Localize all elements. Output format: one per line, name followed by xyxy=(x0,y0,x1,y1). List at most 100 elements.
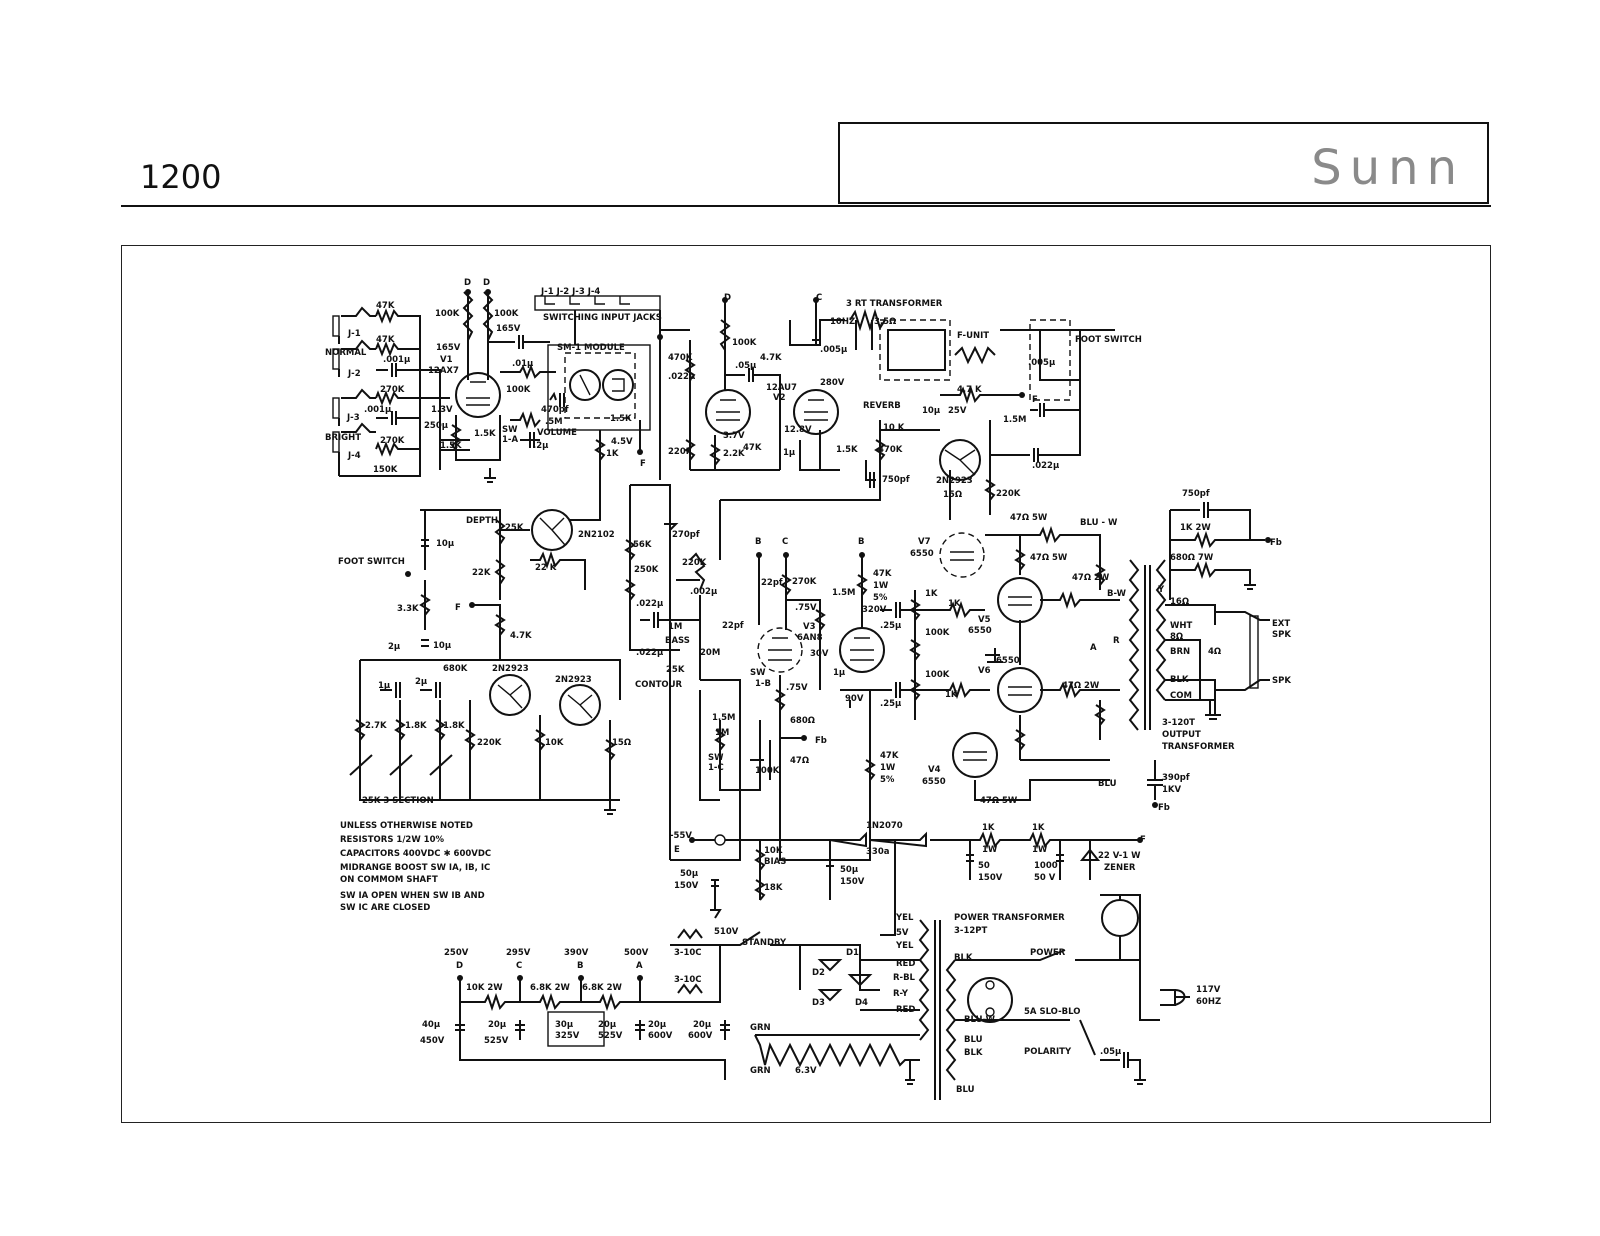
mains-input xyxy=(955,894,1190,1085)
label-2n2923: 2N2923 xyxy=(555,675,592,685)
label-r15ohm: 15Ω xyxy=(612,738,631,748)
label-r680-7w: 680Ω 7W xyxy=(1170,553,1214,563)
label-v165: 165V xyxy=(436,343,461,353)
label-c001: .001µ xyxy=(364,405,391,415)
label-r15k: 1.5K xyxy=(474,429,496,439)
label-d4: D4 xyxy=(855,998,868,1008)
label-r220k: 220K xyxy=(668,447,693,457)
label-d: D xyxy=(724,293,731,303)
label-c2u: 2µ xyxy=(388,642,400,652)
label-choke: 3-10C xyxy=(674,975,702,985)
tone-stack xyxy=(624,484,771,861)
reverb-section xyxy=(719,308,1115,560)
label-c25u: .25µ xyxy=(880,621,901,631)
label-funit: F-UNIT xyxy=(957,331,989,341)
label-r68k-2w: 6.8K 2W xyxy=(582,983,623,993)
label-r100k: 100K xyxy=(506,385,531,395)
label-r1m: 1M xyxy=(668,622,682,632)
label-yel: YEL xyxy=(895,941,914,951)
label-foot-switch: FOOT SWITCH xyxy=(338,557,405,567)
label-c005: .005µ xyxy=(1028,358,1055,368)
label-r10k: 10K xyxy=(545,738,564,748)
label-r470k: 470K xyxy=(668,353,693,363)
label-c022: .022µ xyxy=(636,599,663,609)
label-8ohm: 8Ω xyxy=(1170,632,1183,642)
label-r270k: 270K xyxy=(792,577,817,587)
label-r20m: 20M xyxy=(700,648,720,658)
label-d: D xyxy=(464,278,471,288)
label-blu: BLU xyxy=(956,1085,975,1095)
label-r47k: 47K xyxy=(376,335,395,345)
label-normal: NORMAL xyxy=(325,348,367,358)
label-c002: .002µ xyxy=(690,587,717,597)
label-r150k: 150K xyxy=(373,465,398,475)
label-r680k: 680K xyxy=(443,664,468,674)
label-c1000: 1000 xyxy=(1034,861,1058,871)
label-r220k: 220K xyxy=(996,489,1021,499)
label-switching: SWITCHING INPUT JACKS xyxy=(543,313,662,323)
label-v75: .75V xyxy=(795,603,817,613)
label-y: Y xyxy=(1157,585,1165,595)
label-r47k: 4.7K xyxy=(510,631,532,641)
label-b: B xyxy=(755,537,761,547)
label-volume: VOLUME xyxy=(537,428,577,438)
label-r68k-2w: 6.8K 2W xyxy=(530,983,571,993)
label-r1k: 1K xyxy=(948,599,961,609)
label-v3-type: 6AN8 xyxy=(797,633,823,643)
label-c001: .001µ xyxy=(383,355,410,365)
input-network xyxy=(339,308,450,477)
label-r15m: 1.5M xyxy=(1003,415,1027,425)
b-plus-supply xyxy=(455,928,801,1080)
note-line: MIDRANGE BOOST SW IA, IB, IC xyxy=(340,863,490,873)
label-red: RED xyxy=(896,959,915,969)
label-c470pf: 470pf xyxy=(541,405,569,415)
label-16ohm: 16Ω xyxy=(1170,597,1189,607)
label-choke: 3-10C xyxy=(674,948,702,958)
label-r220k: 220K xyxy=(682,558,707,568)
label-r10k-2w: 10K 2W xyxy=(466,983,503,993)
note-line: CAPACITORS 400VDC ✱ 600VDC xyxy=(340,849,491,859)
label-r1k-2w: 1K 2W xyxy=(1180,523,1211,533)
label-power-transformer: 3-12PT xyxy=(954,926,988,936)
label-c50u: 50µ xyxy=(840,865,858,875)
bias-supply xyxy=(689,830,1143,936)
label-c30: 30µ xyxy=(555,1020,573,1030)
label-c1u: 1µ xyxy=(783,448,795,458)
label-v1: V1 xyxy=(440,355,453,365)
label-sw-1a: 1-A xyxy=(502,435,518,445)
label-sw: SW xyxy=(708,753,724,763)
label-r47k: 47K xyxy=(743,443,762,453)
label-d: D xyxy=(483,278,490,288)
label-blk: BLK xyxy=(954,953,973,963)
label-sw: SW xyxy=(750,668,766,678)
label-r100k: 100K xyxy=(732,338,757,348)
label-fuse: 5A SLO-BLO xyxy=(1024,1007,1080,1017)
label-sw-1c: 1-C xyxy=(708,763,724,773)
label-r100k: 100K xyxy=(755,766,780,776)
label-c2u: 2µ xyxy=(415,677,427,687)
label-1n2070: 1N2070 xyxy=(866,821,903,831)
schematic-frame xyxy=(121,245,1491,1123)
label-c20: 20µ xyxy=(488,1020,506,1030)
label-v325: 325V xyxy=(555,1031,580,1041)
label-v6: V6 xyxy=(978,666,991,676)
label-r1k: 1K xyxy=(925,589,938,599)
label-c20: 20µ xyxy=(693,1020,711,1030)
label-sw: SW xyxy=(502,425,518,435)
label-spk: SPK xyxy=(1272,630,1291,640)
label-c2u: .2µ xyxy=(533,441,548,451)
brand-box: Sunn xyxy=(838,122,1489,204)
label-r15k: 1.5K xyxy=(610,414,632,424)
label-blk: BLK xyxy=(964,1048,983,1058)
label-r18k: 18K xyxy=(764,883,783,893)
label-e: E xyxy=(674,845,680,855)
label-2n2102: 2N2102 xyxy=(578,530,615,540)
label-d1: D1 xyxy=(846,948,859,958)
label-6-3v: 6.3V xyxy=(795,1066,817,1076)
label-c05: .05µ xyxy=(735,361,756,371)
label-v1-type: 12AX7 xyxy=(428,366,459,376)
note-line: RESISTORS 1/2W 10% xyxy=(340,835,445,845)
label-zener: 22 V-1 W xyxy=(1098,851,1141,861)
label-330a: 330a xyxy=(866,847,890,857)
label-c750pf: 750pf xyxy=(1182,489,1210,499)
